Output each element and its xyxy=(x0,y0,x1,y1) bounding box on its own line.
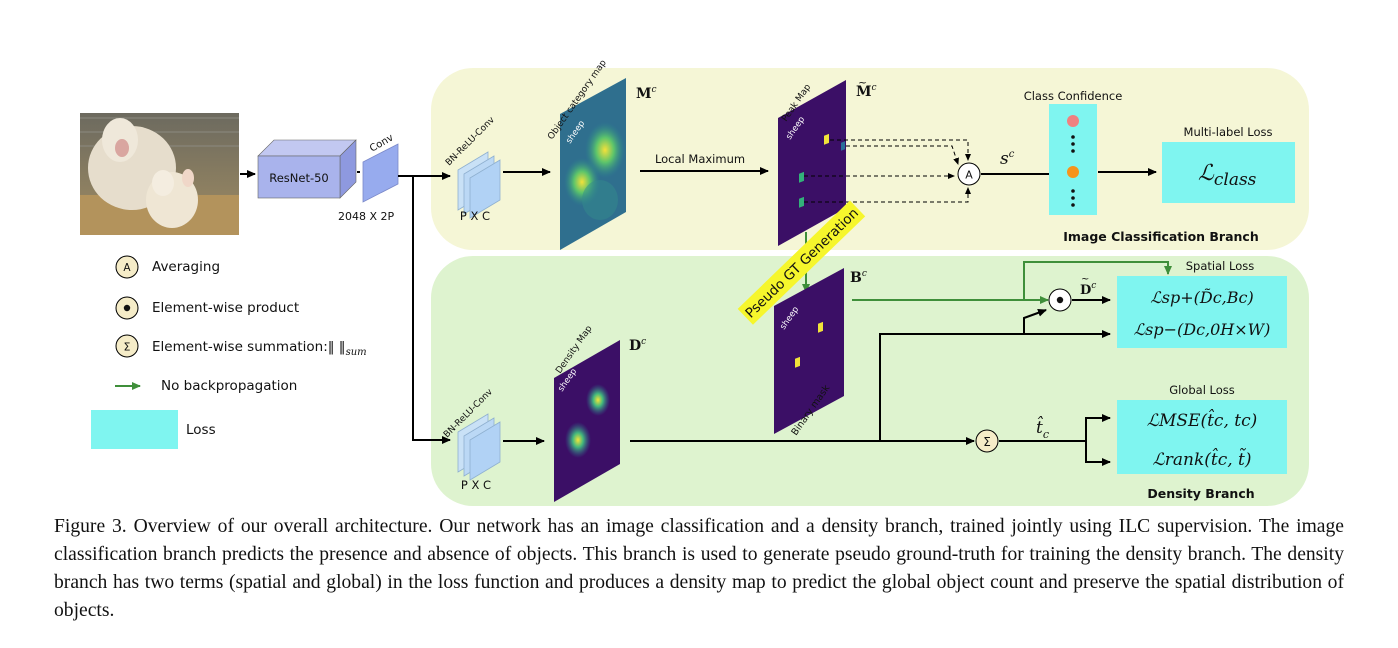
binary-mask-map xyxy=(774,268,844,434)
object-map-symbol: Mc xyxy=(636,85,657,102)
density-bn-relu-conv-block xyxy=(457,413,501,481)
resnet-label: ResNet-50 xyxy=(269,171,329,185)
peak-map xyxy=(778,80,846,246)
predicted-count-symbol: t̂c xyxy=(1036,416,1049,441)
class-score-symbol: sc xyxy=(1000,149,1015,169)
legend-product-label: Element-wise product xyxy=(152,300,299,316)
caption-label: Figure 3. xyxy=(54,516,127,537)
summation-op xyxy=(975,429,999,453)
peak-map-symbol: Mc xyxy=(856,83,877,100)
summation-op-symbol: Σ xyxy=(983,435,991,449)
binary-mask-symbol: Bc xyxy=(850,269,867,286)
averaging-op xyxy=(957,162,981,186)
classification-branch-title: Image Classification Branch xyxy=(1063,229,1259,244)
legend-summation-icon xyxy=(115,334,139,358)
global-loss-label: Global Loss xyxy=(1169,383,1235,397)
legend-averaging-symbol: A xyxy=(123,262,131,274)
masked-density-tilde: ~ xyxy=(1081,274,1089,285)
class-confidence-label: Class Confidence xyxy=(1024,89,1123,103)
legend: A Averaging Element-wise product Σ Eleme… xyxy=(91,255,367,449)
legend-averaging-label: Averaging xyxy=(152,259,220,275)
density-block-dimension: P X C xyxy=(461,478,491,492)
object-category-map xyxy=(560,78,626,250)
spatial-loss-box xyxy=(1117,276,1287,348)
legend-summation-symbol: Σ xyxy=(124,341,131,354)
elementwise-product-dot xyxy=(1056,296,1064,304)
resnet-50-block xyxy=(257,139,357,199)
figure-caption: Figure 3. Overview of our overall archit… xyxy=(54,513,1344,625)
averaging-op-symbol: A xyxy=(965,169,973,182)
nobackprop-to-spatial-loss xyxy=(1023,261,1172,300)
mse-loss-formula: ℒMSE(t̂c, tc) xyxy=(1147,409,1257,431)
local-maximum-label: Local Maximum xyxy=(655,152,745,166)
feature-dimension-label: 2048 X 2P xyxy=(338,210,395,223)
rank-loss-formula: ℒrank(t̂c, t̃) xyxy=(1152,448,1251,470)
legend-loss-label: Loss xyxy=(186,422,216,438)
density-map-symbol: Dc xyxy=(629,337,646,354)
legend-loss-swatch xyxy=(91,410,178,449)
peak-dashed-connectors xyxy=(804,139,971,203)
density-branch-title: Density Branch xyxy=(1147,486,1254,501)
peak-map-tilde: ~ xyxy=(858,76,867,89)
class-confidence-vector xyxy=(1049,104,1097,215)
density-branch-panel xyxy=(431,256,1309,506)
legend-nobackprop-label: No backpropagation xyxy=(161,378,297,394)
spatial-loss-positive: ℒsp+(D̃c,Bc) xyxy=(1150,288,1253,307)
conv-layer-plate xyxy=(362,143,399,203)
spatial-loss-negative: ℒsp−(Dc,0H×W) xyxy=(1134,320,1271,339)
multilabel-loss-label: Multi-label Loss xyxy=(1184,125,1273,139)
classification-block-dimension: P X C xyxy=(460,209,490,223)
classification-bn-relu-conv-block xyxy=(457,151,501,219)
legend-product-dot xyxy=(123,304,131,312)
global-loss-box xyxy=(1117,400,1287,474)
caption-text: Overview of our overall architecture. Ou… xyxy=(54,516,1344,621)
legend-summation-label: Element-wise summation:‖ ‖sum xyxy=(152,339,367,358)
density-map xyxy=(554,340,620,502)
masked-density-symbol: Dc xyxy=(1080,281,1096,298)
input-photo xyxy=(80,113,239,235)
class-loss-formula: ℒclass xyxy=(1198,161,1257,190)
spatial-loss-label: Spatial Loss xyxy=(1186,259,1254,273)
legend-averaging-icon xyxy=(115,255,139,279)
class-loss-box xyxy=(1162,142,1295,203)
